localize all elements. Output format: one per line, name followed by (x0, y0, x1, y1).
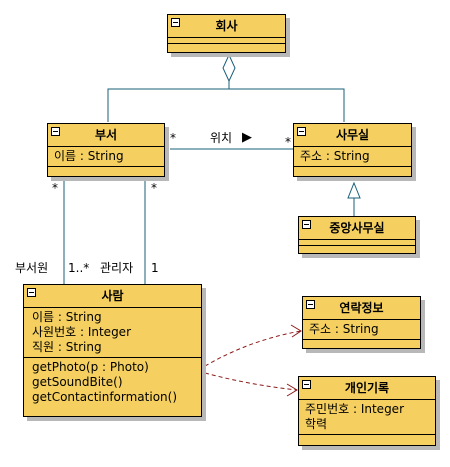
collapse-toggle-icon[interactable] (27, 288, 36, 297)
operation-section (168, 43, 285, 49)
attribute: 주민번호 : Integer (305, 402, 404, 416)
class-name: 개인기록 (344, 381, 390, 395)
operation-section (299, 245, 415, 251)
attribute: 직원 : String (32, 340, 102, 354)
location-office-multiplicity: * (285, 135, 291, 149)
class-name: 연락정보 (339, 301, 384, 315)
manager-dept-multiplicity: * (151, 181, 157, 195)
attribute-section: 이름 : String (48, 146, 164, 166)
collapse-toggle-icon[interactable] (302, 220, 311, 229)
aggregation-line-office (229, 88, 345, 122)
location-direction-arrow-icon: ▶ (242, 130, 252, 145)
operation: getContactinformation() (32, 390, 178, 404)
attribute-section: 주소 : String (303, 319, 420, 339)
class-office[interactable]: 사무실 주소 : String (293, 123, 412, 177)
attribute-section: 주소 : String (294, 146, 411, 166)
collapse-toggle-icon[interactable] (51, 127, 60, 136)
collapse-toggle-icon[interactable] (171, 18, 180, 27)
dependency-record-arrow (286, 383, 298, 397)
attribute-section (168, 37, 285, 43)
aggregation-diamond (222, 53, 236, 83)
generalization-triangle (347, 181, 361, 199)
operation-section: getPhoto(p : Photo) getSoundBite() getCo… (24, 357, 201, 407)
class-personal-record[interactable]: 개인기록 주민번호 : Integer 학력 (298, 376, 436, 446)
class-head-office-header: 중앙사무실 (299, 217, 415, 239)
members-person-multiplicity: 1..* (68, 261, 90, 275)
class-name: 부서 (94, 128, 118, 142)
attribute: 이름 : String (32, 310, 102, 324)
attribute: 주소 : String (300, 149, 370, 163)
dependency-record-line (204, 372, 298, 391)
location-association-name: 위치 (210, 131, 233, 145)
class-person[interactable]: 사람 이름 : String 사원번호 : Integer 직원 : Strin… (23, 284, 202, 417)
class-personal-record-header: 개인기록 (299, 377, 435, 399)
attribute-section: 주민번호 : Integer 학력 (299, 399, 435, 434)
class-contact-info[interactable]: 연락정보 주소 : String (302, 296, 421, 349)
operation-section (48, 166, 164, 172)
attribute: 이름 : String (54, 149, 124, 163)
operation-section (299, 434, 435, 440)
attribute: 주소 : String (309, 322, 379, 336)
class-person-header: 사람 (24, 285, 201, 307)
collapse-toggle-icon[interactable] (297, 127, 306, 136)
aggregation-line (107, 81, 230, 122)
class-company-header: 회사 (168, 15, 285, 37)
class-name: 사무실 (335, 128, 370, 142)
members-role: 부서원 (15, 261, 49, 275)
operation: getSoundBite() (32, 375, 123, 389)
class-contact-info-header: 연락정보 (303, 297, 420, 319)
class-name: 사람 (101, 289, 124, 303)
class-name: 회사 (215, 19, 238, 33)
location-dept-multiplicity: * (170, 131, 176, 145)
attribute: 학력 (305, 417, 328, 431)
attribute-section: 이름 : String 사원번호 : Integer 직원 : String (24, 307, 201, 357)
collapse-toggle-icon[interactable] (306, 300, 315, 309)
class-name: 중앙사무실 (329, 221, 385, 235)
operation-section (294, 166, 411, 172)
collapse-toggle-icon[interactable] (302, 380, 311, 389)
operation-section (303, 339, 420, 345)
class-company[interactable]: 회사 (167, 14, 286, 53)
dependency-contact-line (204, 330, 302, 367)
dependency-contact-arrow (290, 324, 302, 338)
class-head-office[interactable]: 중앙사무실 (298, 216, 416, 254)
attribute: 사원번호 : Integer (32, 325, 131, 339)
operation: getPhoto(p : Photo) (32, 360, 149, 374)
class-department-header: 부서 (48, 124, 164, 146)
manager-person-multiplicity: 1 (151, 261, 159, 275)
attribute-section (299, 239, 415, 245)
class-office-header: 사무실 (294, 124, 411, 146)
manager-role: 관리자 (100, 261, 134, 275)
class-department[interactable]: 부서 이름 : String (47, 123, 165, 177)
members-dept-multiplicity: * (52, 181, 58, 195)
